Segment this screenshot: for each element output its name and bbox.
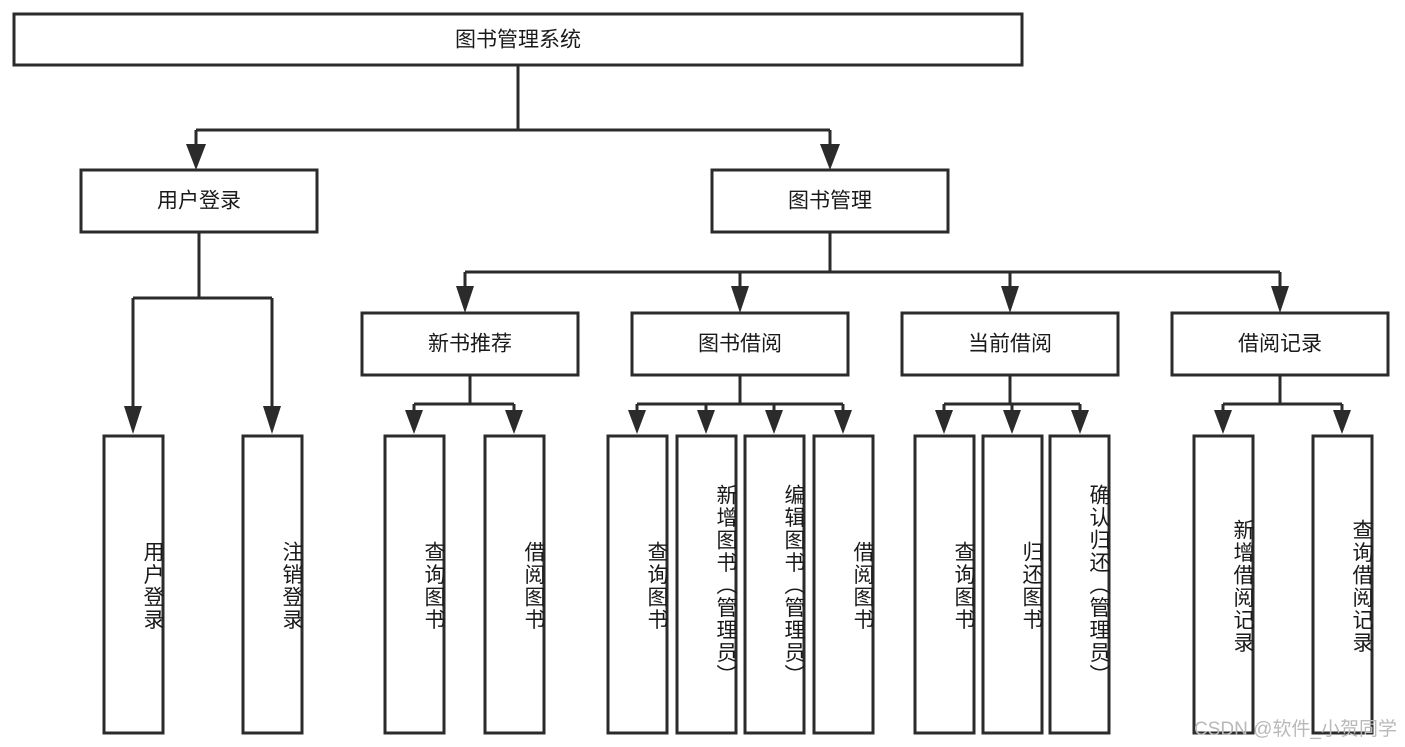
arrow-leaf-user-login (124, 406, 142, 434)
node-book-manage-label: 图书管理 (788, 190, 872, 213)
arrow-leaf-cb-2 (1003, 410, 1021, 434)
leaf-box-10[interactable] (1048, 434, 1111, 735)
leaf-box-11[interactable] (1192, 434, 1255, 735)
node-book-borrow-label: 图书借阅 (698, 333, 782, 356)
node-current-borrow-box[interactable] (900, 311, 1120, 377)
node-root-box[interactable] (12, 12, 1024, 67)
leaf-box-0[interactable] (102, 434, 165, 735)
node-borrow-record-label: 借阅记录 (1238, 333, 1322, 356)
node-new-book-rec-label: 新书推荐 (428, 333, 512, 356)
arrow-to-user-login (186, 144, 206, 170)
node-root-label: 图书管理系统 (455, 29, 581, 52)
leaf-box-3[interactable] (483, 434, 546, 735)
leaf-box-5[interactable] (675, 434, 738, 735)
arrow-to-new-book-rec (456, 286, 474, 313)
leaf-box-8[interactable] (913, 434, 976, 735)
node-box-group (12, 12, 1390, 735)
arrow-to-borrow-record (1271, 286, 1289, 313)
arrow-to-book-borrow (731, 286, 749, 313)
leaf-box-12[interactable] (1311, 434, 1374, 735)
leaf-box-2[interactable] (383, 434, 446, 735)
node-borrow-record-box[interactable] (1170, 311, 1390, 377)
csdn-watermark: CSDN @软件_小贺同学 (1194, 719, 1397, 740)
leaf-box-4[interactable] (606, 434, 669, 735)
arrow-to-current-borrow (1001, 286, 1019, 313)
arrow-to-book-manage (820, 144, 840, 170)
leaf-box-6[interactable] (743, 434, 806, 735)
arrow-leaf-bb-2 (697, 410, 715, 434)
node-current-borrow-label: 当前借阅 (968, 333, 1052, 356)
node-book-borrow-box[interactable] (630, 311, 850, 377)
node-user-login-box[interactable] (79, 168, 319, 234)
node-user-login-label: 用户登录 (157, 190, 241, 213)
leaf-box-1[interactable] (241, 434, 304, 735)
arrow-leaf-br-1 (1214, 410, 1232, 434)
arrow-leaf-br-2 (1333, 410, 1351, 434)
leaf-box-7[interactable] (812, 434, 875, 735)
connector-group (124, 65, 1351, 434)
horizontal-label-group: 图书管理系统 用户登录 图书管理 新书推荐 图书借阅 当前借阅 借阅记录 (157, 29, 1322, 356)
arrow-leaf-cb-1 (935, 410, 953, 434)
arrow-leaf-logout-login (263, 406, 281, 434)
arrow-leaf-cb-3 (1071, 410, 1089, 434)
arrow-leaf-bb-3 (765, 410, 783, 434)
node-book-manage-box[interactable] (710, 168, 950, 234)
arrow-leaf-nbr-1 (405, 410, 423, 434)
node-new-book-rec-box[interactable] (360, 311, 580, 377)
arrow-leaf-bb-4 (834, 410, 852, 434)
leaf-box-9[interactable] (981, 434, 1044, 735)
arrow-leaf-bb-1 (628, 410, 646, 434)
arrow-leaf-nbr-2 (505, 410, 523, 434)
